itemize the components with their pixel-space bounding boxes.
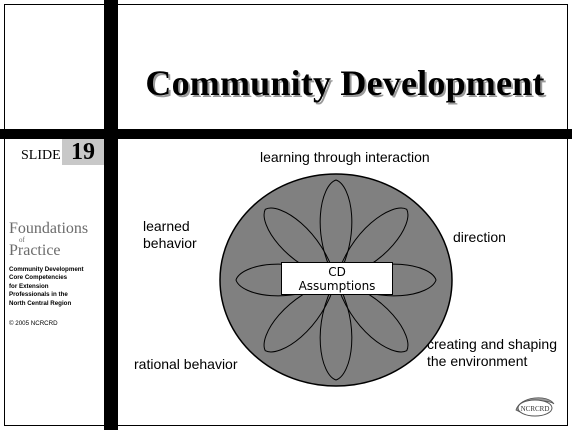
logo-line-of: of — [19, 236, 25, 244]
label-direction: direction — [453, 229, 506, 245]
ncrcrd-logo: NCRCRD — [515, 397, 555, 417]
foundations-of-practice-logo: Foundations of Practice — [9, 221, 88, 259]
horizontal-divider — [0, 129, 572, 139]
petal — [319, 278, 353, 381]
slide-label: SLIDE — [21, 148, 61, 163]
slide-frame — [4, 4, 568, 426]
slide-title: Community Development — [145, 63, 545, 103]
slide-number: 19 — [62, 139, 104, 165]
logo-line-practice: Practice — [9, 242, 61, 259]
desc-line: Community Development — [9, 266, 84, 273]
center-label-box: CD Assumptions — [281, 262, 393, 295]
copyright: © 2005 NCRCRD — [9, 320, 58, 327]
desc-line: North Central Region — [9, 299, 72, 307]
label-learning-through-interaction: learning through interaction — [260, 149, 430, 165]
label-rational-behavior: rational behavior — [134, 356, 238, 372]
petal — [263, 279, 337, 353]
label-creating-and-shaping: creating and shaping the environment — [427, 336, 557, 370]
petal — [263, 207, 337, 281]
logo-oval — [517, 399, 553, 417]
petal — [319, 179, 353, 282]
label-line: creating and shaping — [427, 336, 557, 352]
label-line: behavior — [143, 235, 197, 251]
logo-line-foundations: Foundations — [9, 220, 89, 237]
label-line: learned — [143, 218, 190, 234]
petal — [335, 207, 409, 281]
center-label-line: CD — [328, 265, 346, 279]
desc-line: Core Competencies — [9, 274, 68, 282]
desc-line: Professionals in the — [9, 291, 68, 299]
vertical-divider — [104, 0, 118, 430]
petal — [335, 279, 409, 353]
center-label-line: Assumptions — [298, 279, 376, 293]
desc-line: for Extension — [9, 282, 49, 290]
label-learned-behavior: learned behavior — [143, 218, 197, 252]
label-line: the environment — [427, 353, 528, 369]
logo-text: NCRCRD — [521, 405, 550, 413]
sidebar-description: Community Development Core Competencies … — [9, 266, 104, 308]
